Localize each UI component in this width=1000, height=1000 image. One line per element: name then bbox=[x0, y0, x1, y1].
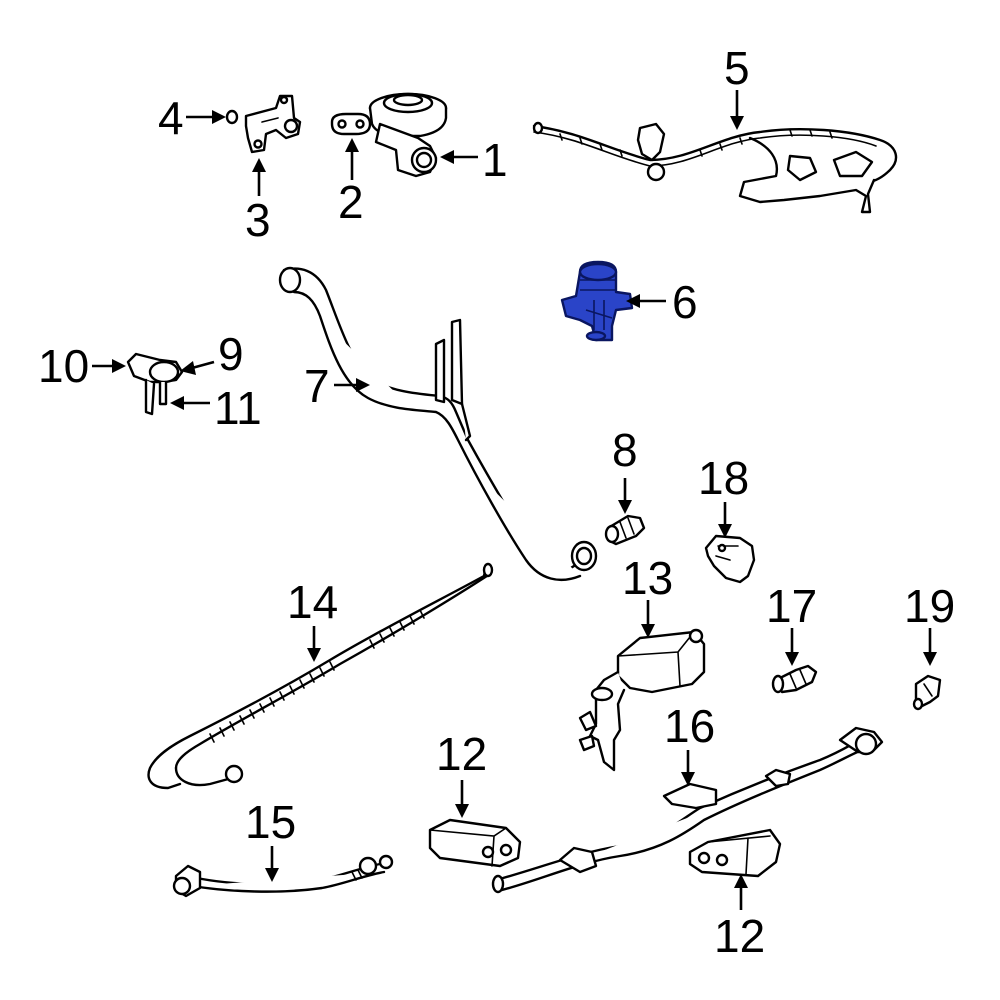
part-5-harness[interactable] bbox=[532, 121, 898, 214]
callout-label: 13 bbox=[622, 552, 673, 604]
arrowhead bbox=[734, 874, 748, 888]
callout-7[interactable]: 7 bbox=[304, 360, 370, 412]
part-4-o-ring[interactable] bbox=[225, 109, 239, 125]
arrowhead bbox=[730, 116, 744, 130]
part-19-sensor[interactable] bbox=[912, 674, 942, 711]
arrowhead bbox=[626, 294, 640, 308]
arrowhead bbox=[785, 652, 799, 666]
callout-19[interactable]: 19 bbox=[904, 580, 955, 666]
arrowhead bbox=[212, 110, 226, 124]
arrowhead bbox=[923, 652, 937, 666]
arrowhead bbox=[345, 138, 359, 152]
callout-2[interactable]: 2 bbox=[338, 138, 364, 228]
arrowhead bbox=[641, 624, 655, 638]
callout-3[interactable]: 3 bbox=[245, 158, 271, 246]
part-1-valve[interactable] bbox=[368, 92, 448, 178]
callout-10[interactable]: 10 bbox=[38, 340, 126, 392]
arrowhead bbox=[618, 500, 632, 514]
callout-12-left[interactable]: 12 bbox=[436, 728, 487, 818]
arrowhead bbox=[681, 772, 695, 786]
callout-label: 16 bbox=[664, 700, 715, 752]
callout-label: 11 bbox=[214, 382, 262, 434]
callout-label: 12 bbox=[714, 910, 765, 962]
part-9-10-11-sensor[interactable] bbox=[126, 352, 184, 416]
callout-label: 3 bbox=[245, 194, 271, 246]
part-6-highlighted-valve[interactable] bbox=[560, 260, 634, 342]
callout-12-right[interactable]: 12 bbox=[714, 874, 765, 962]
leader-line bbox=[191, 360, 215, 370]
part-7-tube[interactable] bbox=[278, 266, 598, 582]
callout-label: 4 bbox=[158, 92, 184, 144]
callout-6[interactable]: 6 bbox=[626, 276, 698, 328]
callout-4[interactable]: 4 bbox=[158, 92, 226, 144]
part-12-box-right[interactable] bbox=[688, 828, 782, 878]
callout-16[interactable]: 16 bbox=[664, 700, 715, 786]
callout-label: 15 bbox=[245, 796, 296, 848]
part-14-hose[interactable] bbox=[147, 562, 494, 790]
callout-label: 8 bbox=[612, 424, 638, 476]
callout-label: 1 bbox=[482, 134, 508, 186]
callout-label: 5 bbox=[724, 42, 750, 94]
callout-label: 2 bbox=[338, 176, 364, 228]
callout-17[interactable]: 17 bbox=[766, 580, 817, 666]
arrowhead bbox=[112, 359, 126, 373]
callout-18[interactable]: 18 bbox=[698, 452, 749, 538]
arrowhead bbox=[252, 158, 266, 172]
callout-label: 10 bbox=[38, 340, 89, 392]
callout-11[interactable]: 11 bbox=[170, 382, 262, 434]
callout-label: 19 bbox=[904, 580, 955, 632]
callout-1[interactable]: 1 bbox=[440, 134, 508, 186]
arrowhead bbox=[180, 361, 196, 375]
callout-8[interactable]: 8 bbox=[612, 424, 638, 514]
callout-15[interactable]: 15 bbox=[245, 796, 296, 882]
arrowhead bbox=[170, 396, 184, 410]
part-8-fitting[interactable] bbox=[604, 514, 646, 546]
part-2-gasket[interactable] bbox=[330, 112, 372, 136]
part-12-box-left[interactable] bbox=[428, 818, 522, 868]
callout-label: 7 bbox=[304, 360, 330, 412]
callout-5[interactable]: 5 bbox=[724, 42, 750, 130]
callout-13[interactable]: 13 bbox=[622, 552, 673, 638]
arrowhead bbox=[440, 150, 454, 164]
part-16-exhaust-pipe[interactable] bbox=[491, 726, 884, 894]
callout-label: 14 bbox=[287, 576, 338, 628]
arrowhead bbox=[455, 804, 469, 818]
part-18-bracket[interactable] bbox=[704, 534, 756, 584]
arrowhead bbox=[718, 524, 732, 538]
part-3-bracket[interactable] bbox=[244, 94, 302, 154]
callout-9[interactable]: 9 bbox=[180, 328, 244, 380]
part-15-hose[interactable] bbox=[172, 854, 394, 898]
arrowhead bbox=[356, 378, 370, 392]
part-17-sensor[interactable] bbox=[771, 664, 818, 694]
arrowhead bbox=[307, 648, 321, 662]
callout-14[interactable]: 14 bbox=[287, 576, 338, 662]
callout-label: 9 bbox=[218, 328, 244, 380]
callout-label: 17 bbox=[766, 580, 817, 632]
callout-label: 12 bbox=[436, 728, 487, 780]
callout-label: 18 bbox=[698, 452, 749, 504]
part-13-canister[interactable] bbox=[578, 628, 706, 772]
callout-label: 6 bbox=[672, 276, 698, 328]
arrowhead bbox=[265, 868, 279, 882]
